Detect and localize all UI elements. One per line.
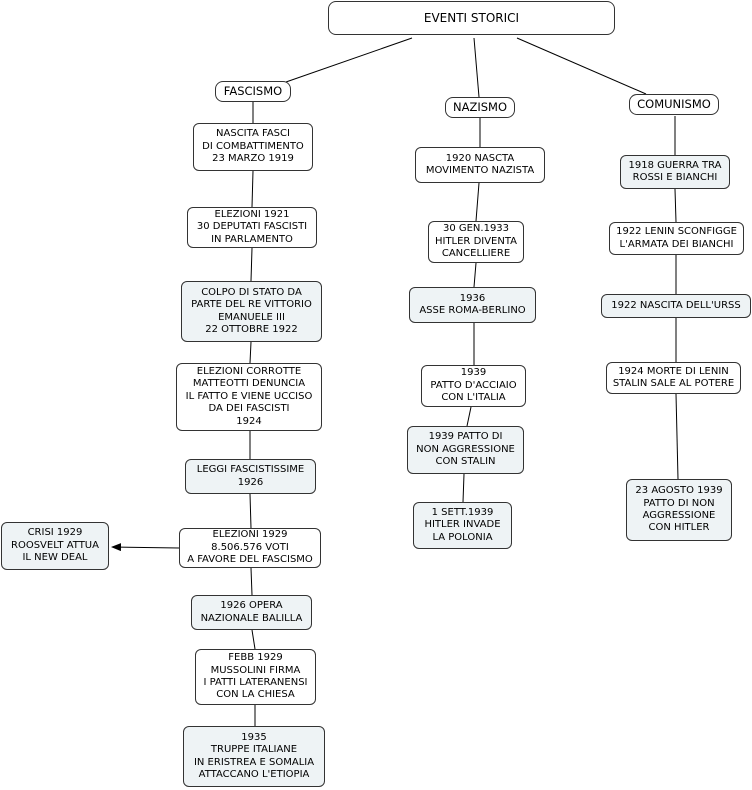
nazismo-event[interactable]: 30 GEN.1933 HITLER DIVENTA CANCELLIERE [428, 221, 524, 263]
fascismo-event[interactable]: 1926 OPERA NAZIONALE BALILLA [191, 595, 312, 630]
nazismo-event[interactable]: 1936 ASSE ROMA-BERLINO [409, 287, 536, 323]
edge-f-7 [251, 629, 256, 650]
edge-n-1 [475, 182, 480, 222]
side-event-crisi-1929[interactable]: CRISI 1929 ROOSVELT ATTUA IL NEW DEAL [1, 522, 109, 570]
edge-n-2 [473, 262, 477, 288]
root-node[interactable]: EVENTI STORICI [328, 1, 615, 35]
fascismo-event[interactable]: ELEZIONI CORROTTE MATTEOTTI DENUNCIA IL … [176, 363, 322, 431]
category-comunismo[interactable]: COMUNISMO [629, 94, 719, 115]
edge-root-comunismo [516, 37, 647, 95]
comunismo-event[interactable]: 1922 LENIN SCONFIGGE L'ARMATA DEI BIANCH… [609, 222, 744, 255]
nazismo-event[interactable]: 1939 PATTO D'ACCIAIO CON L'ITALIA [421, 365, 526, 407]
fascismo-event[interactable]: COLPO DI STATO DA PARTE DEL RE VITTORIO … [181, 281, 322, 342]
category-nazismo[interactable]: NAZISMO [445, 97, 515, 118]
nazismo-event[interactable]: 1920 NASCTA MOVIMENTO NAZISTA [415, 147, 545, 183]
comunismo-event[interactable]: 23 AGOSTO 1939 PATTO DI NON AGGRESSIONE … [626, 479, 732, 541]
edge-root-fascismo [285, 37, 413, 83]
fascismo-event[interactable]: ELEZIONI 1921 30 DEPUTATI FASCISTI IN PA… [187, 207, 317, 248]
edge-f-side [111, 543, 180, 552]
category-fascismo[interactable]: FASCISMO [215, 81, 291, 102]
edge-f-2 [250, 247, 253, 282]
edge-c-4 [675, 393, 679, 480]
comunismo-event[interactable]: 1922 NASCITA DELL'URSS [601, 294, 751, 318]
comunismo-event[interactable]: 1924 MORTE DI LENIN STALIN SALE AL POTER… [606, 362, 741, 394]
edge-root-nazismo [473, 37, 480, 98]
edge-f-6 [250, 567, 253, 596]
edge-c-1 [674, 188, 677, 223]
edge-f-3 [249, 341, 252, 364]
edge-f-1 [251, 170, 254, 208]
fascismo-event[interactable]: NASCITA FASCI DI COMBATTIMENTO 23 MARZO … [193, 123, 313, 171]
nazismo-event[interactable]: 1939 PATTO DI NON AGGRESSIONE CON STALIN [407, 426, 524, 474]
edge-n-5 [462, 473, 465, 503]
edge-n-4 [466, 406, 472, 427]
comunismo-event[interactable]: 1918 GUERRA TRA ROSSI E BIANCHI [620, 155, 730, 189]
edge-f-5 [249, 493, 252, 529]
fascismo-event[interactable]: FEBB 1929 MUSSOLINI FIRMA I PATTI LATERA… [195, 649, 316, 705]
nazismo-event[interactable]: 1 SETT.1939 HITLER INVADE LA POLONIA [413, 502, 512, 549]
fascismo-event[interactable]: LEGGI FASCISTISSIME 1926 [185, 459, 316, 494]
fascismo-event[interactable]: ELEZIONI 1929 8.506.576 VOTI A FAVORE DE… [179, 528, 321, 568]
fascismo-event[interactable]: 1935 TRUPPE ITALIANE IN ERISTREA E SOMAL… [183, 726, 325, 787]
